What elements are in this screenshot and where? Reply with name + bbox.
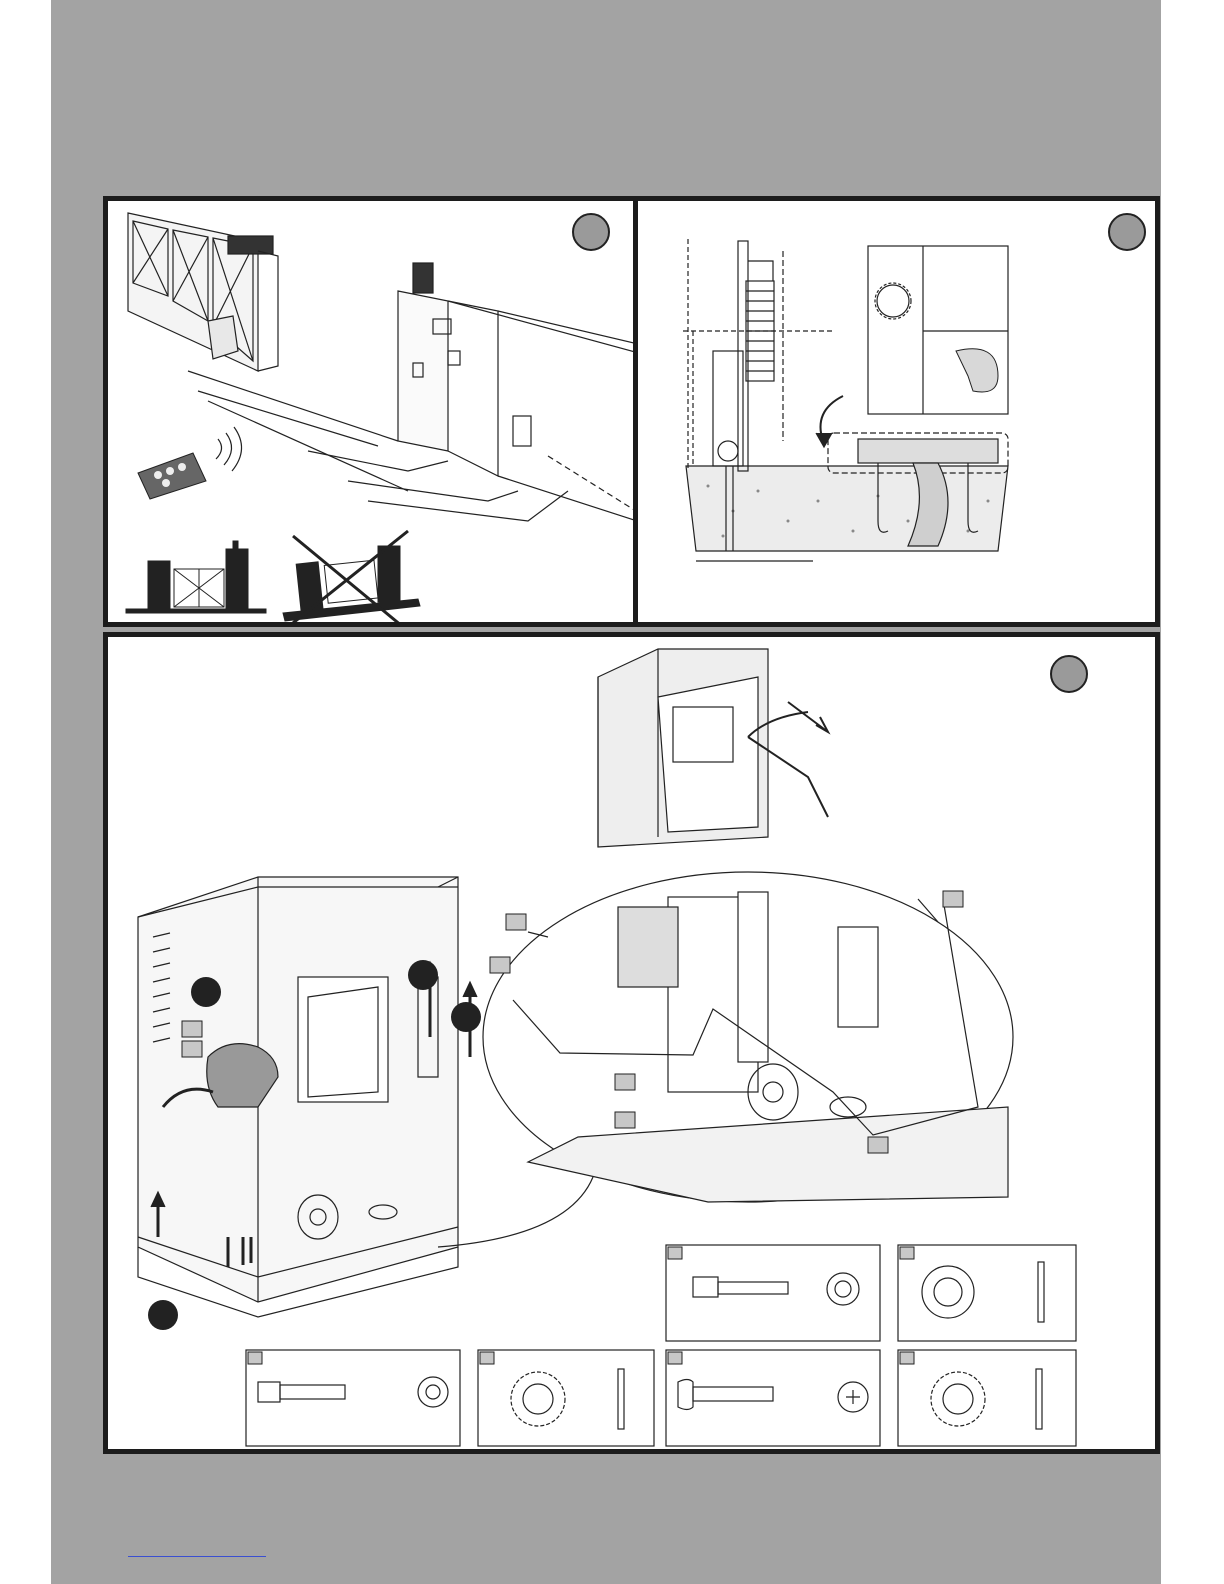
motor-assembly-illustration — [108, 637, 1155, 1449]
step-badge — [1108, 213, 1146, 251]
manual-page — [51, 0, 1161, 1584]
footer-link-underline[interactable] — [128, 1556, 266, 1557]
step-badge — [572, 213, 610, 251]
motor-assembly-panel — [103, 632, 1160, 1454]
incorrect-installation-icon — [283, 531, 420, 622]
remote-control-icon — [138, 453, 206, 499]
gate-installation-panel — [103, 196, 677, 627]
gate-installation-illustration — [108, 201, 672, 622]
foundation-section-panel — [633, 196, 1160, 627]
foundation-section-illustration — [638, 201, 1155, 622]
correct-installation-icon — [126, 541, 266, 613]
step-badge — [1050, 655, 1088, 693]
